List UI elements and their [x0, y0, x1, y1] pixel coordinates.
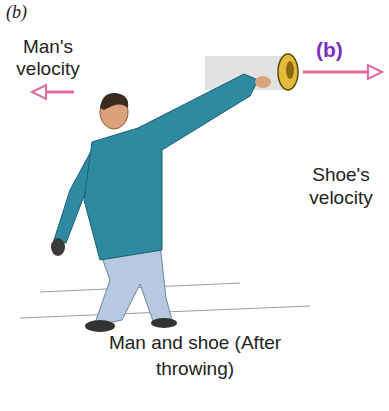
man-shoe [151, 318, 177, 328]
arrow-head [368, 65, 382, 79]
arrow-head [32, 85, 46, 99]
right-hand [255, 76, 271, 88]
caption-label: Man and shoe (After throwing) [80, 330, 310, 382]
thrown-shoe [278, 54, 298, 90]
velocity-arrow [303, 71, 368, 74]
panel-letter: (b) [6, 2, 27, 23]
left-hand [51, 238, 65, 256]
velocity-arrow [44, 91, 74, 94]
hair [100, 93, 128, 110]
jacket [84, 74, 258, 260]
velocity-label: Shoe's velocity [296, 163, 386, 209]
shoe-opening [286, 61, 294, 79]
velocity-label: Man's velocity [0, 36, 96, 80]
panel-letter: (b) [316, 38, 343, 62]
man-shoe [85, 320, 115, 332]
